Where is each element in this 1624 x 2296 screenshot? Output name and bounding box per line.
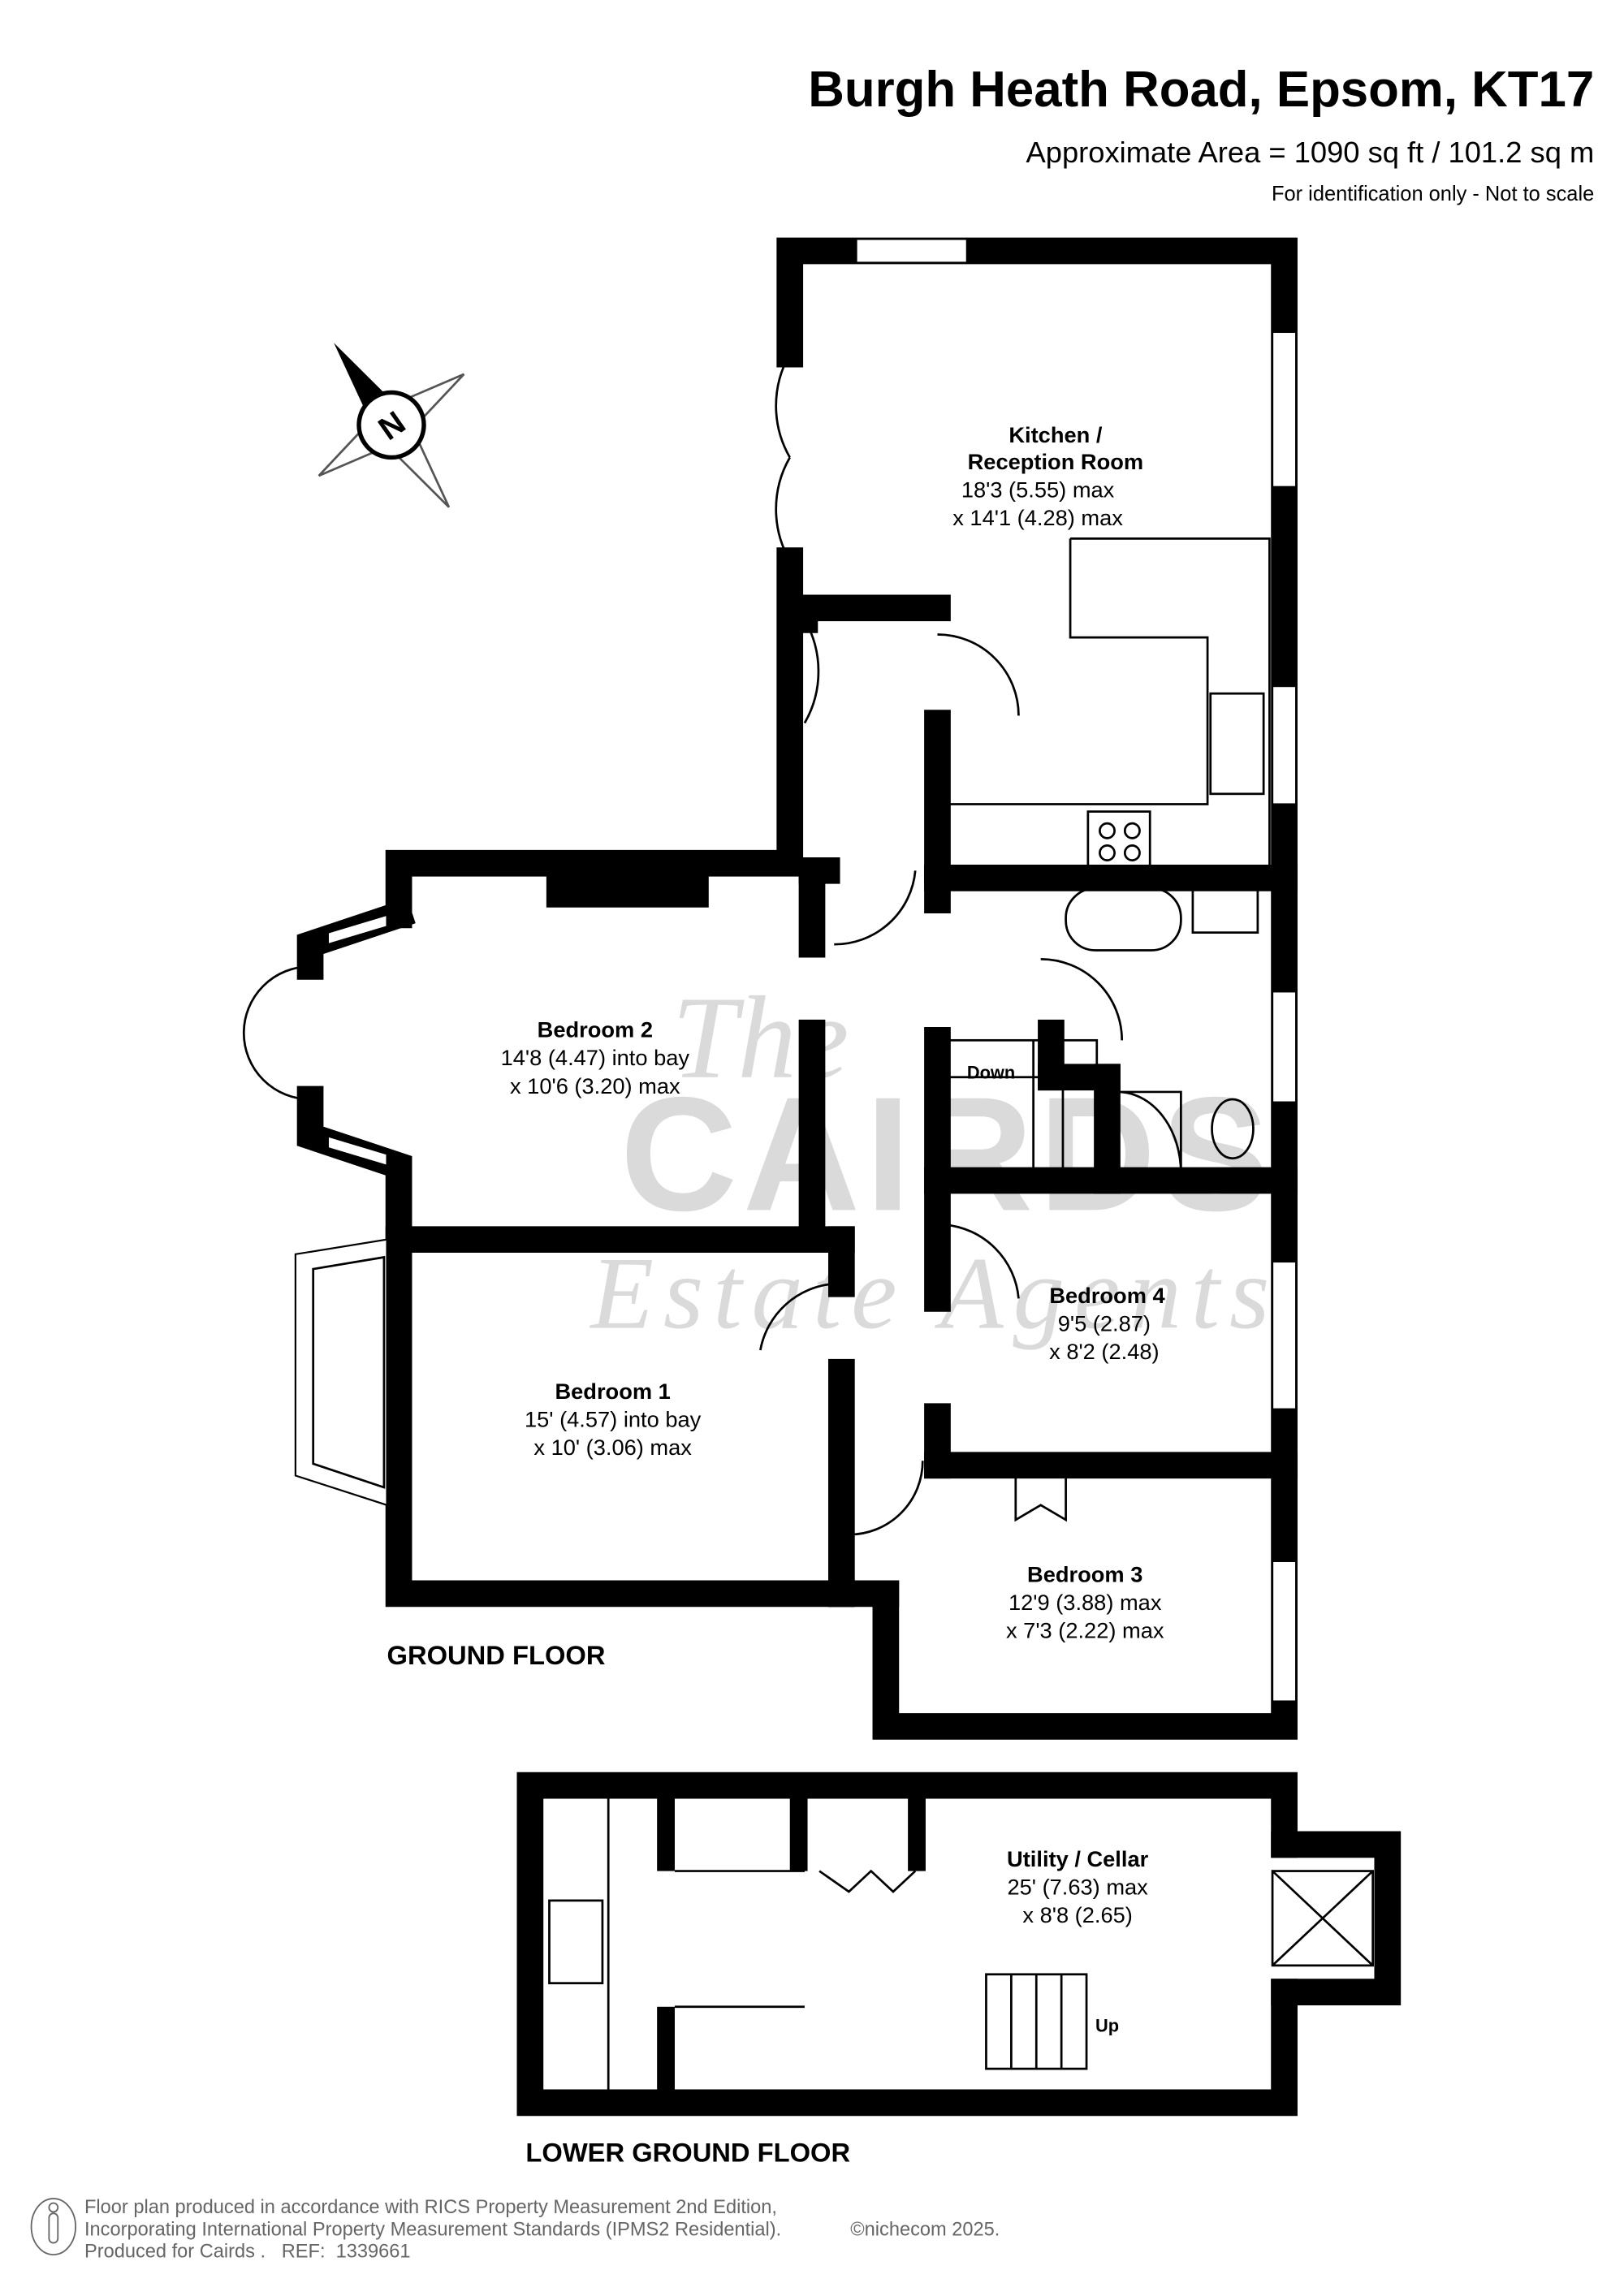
footer-line-1: Floor plan produced in accordance with R… [84, 2197, 777, 2218]
footer-line-3: Produced for Cairds . REF: 1339661 [84, 2242, 411, 2263]
compass-icon: N [317, 343, 465, 508]
footer-line-2: Incorporating International Property Mea… [84, 2219, 781, 2240]
room-dim-utility-2: x 8'8 (2.65) [1022, 1902, 1132, 1927]
room-dim-bedroom-4-2: x 8'2 (2.48) [1049, 1339, 1159, 1364]
room-name-bedroom-2: Bedroom 2 [538, 1017, 653, 1042]
stairs-up-label: Up [1095, 2016, 1119, 2036]
room-dim-bedroom-4-1: 9'5 (2.87) [1058, 1310, 1151, 1336]
room-dim-bedroom-2-2: x 10'6 (3.20) max [510, 1073, 680, 1098]
room-dim-bedroom-1-2: x 10' (3.06) max [533, 1435, 692, 1460]
room-dim-kitchen-2: x 14'1 (4.28) max [952, 505, 1123, 530]
room-name-kitchen-2: Reception Room [968, 449, 1144, 474]
room-dim-bedroom-2-1: 14'8 (4.47) into bay [501, 1045, 690, 1070]
room-name-bedroom-4: Bedroom 4 [1049, 1283, 1165, 1308]
room-name-kitchen: Kitchen / [1009, 422, 1102, 447]
room-name-bedroom-1: Bedroom 1 [555, 1379, 670, 1404]
info-icon [30, 2198, 76, 2256]
lower-ground-floor-walls [516, 1772, 1402, 2117]
room-dim-bedroom-1-1: 15' (4.57) into bay [525, 1407, 702, 1432]
approximate-area: Approximate Area = 1090 sq ft / 101.2 sq… [1026, 136, 1595, 169]
room-name-utility: Utility / Cellar [1007, 1846, 1149, 1871]
room-name-bedroom-3: Bedroom 3 [1027, 1561, 1142, 1586]
room-dim-bedroom-3-1: 12'9 (3.88) max [1009, 1590, 1162, 1615]
room-dim-utility-1: 25' (7.63) max [1007, 1875, 1148, 1900]
room-dim-bedroom-3-2: x 7'3 (2.22) max [1006, 1617, 1164, 1642]
property-title: Burgh Heath Road, Epsom, KT17 [808, 62, 1594, 118]
stairs-down-label: Down [967, 1063, 1015, 1083]
disclaimer: For identification only - Not to scale [1272, 183, 1594, 205]
ground-floor-walls [242, 237, 1298, 1740]
footer-copyright: ©nichecom 2025. [850, 2219, 1000, 2240]
lower-ground-floor-label: LOWER GROUND FLOOR [525, 2138, 850, 2168]
room-dim-kitchen-1: 18'3 (5.55) max [961, 477, 1115, 502]
ground-floor-label: GROUND FLOOR [387, 1640, 606, 1670]
